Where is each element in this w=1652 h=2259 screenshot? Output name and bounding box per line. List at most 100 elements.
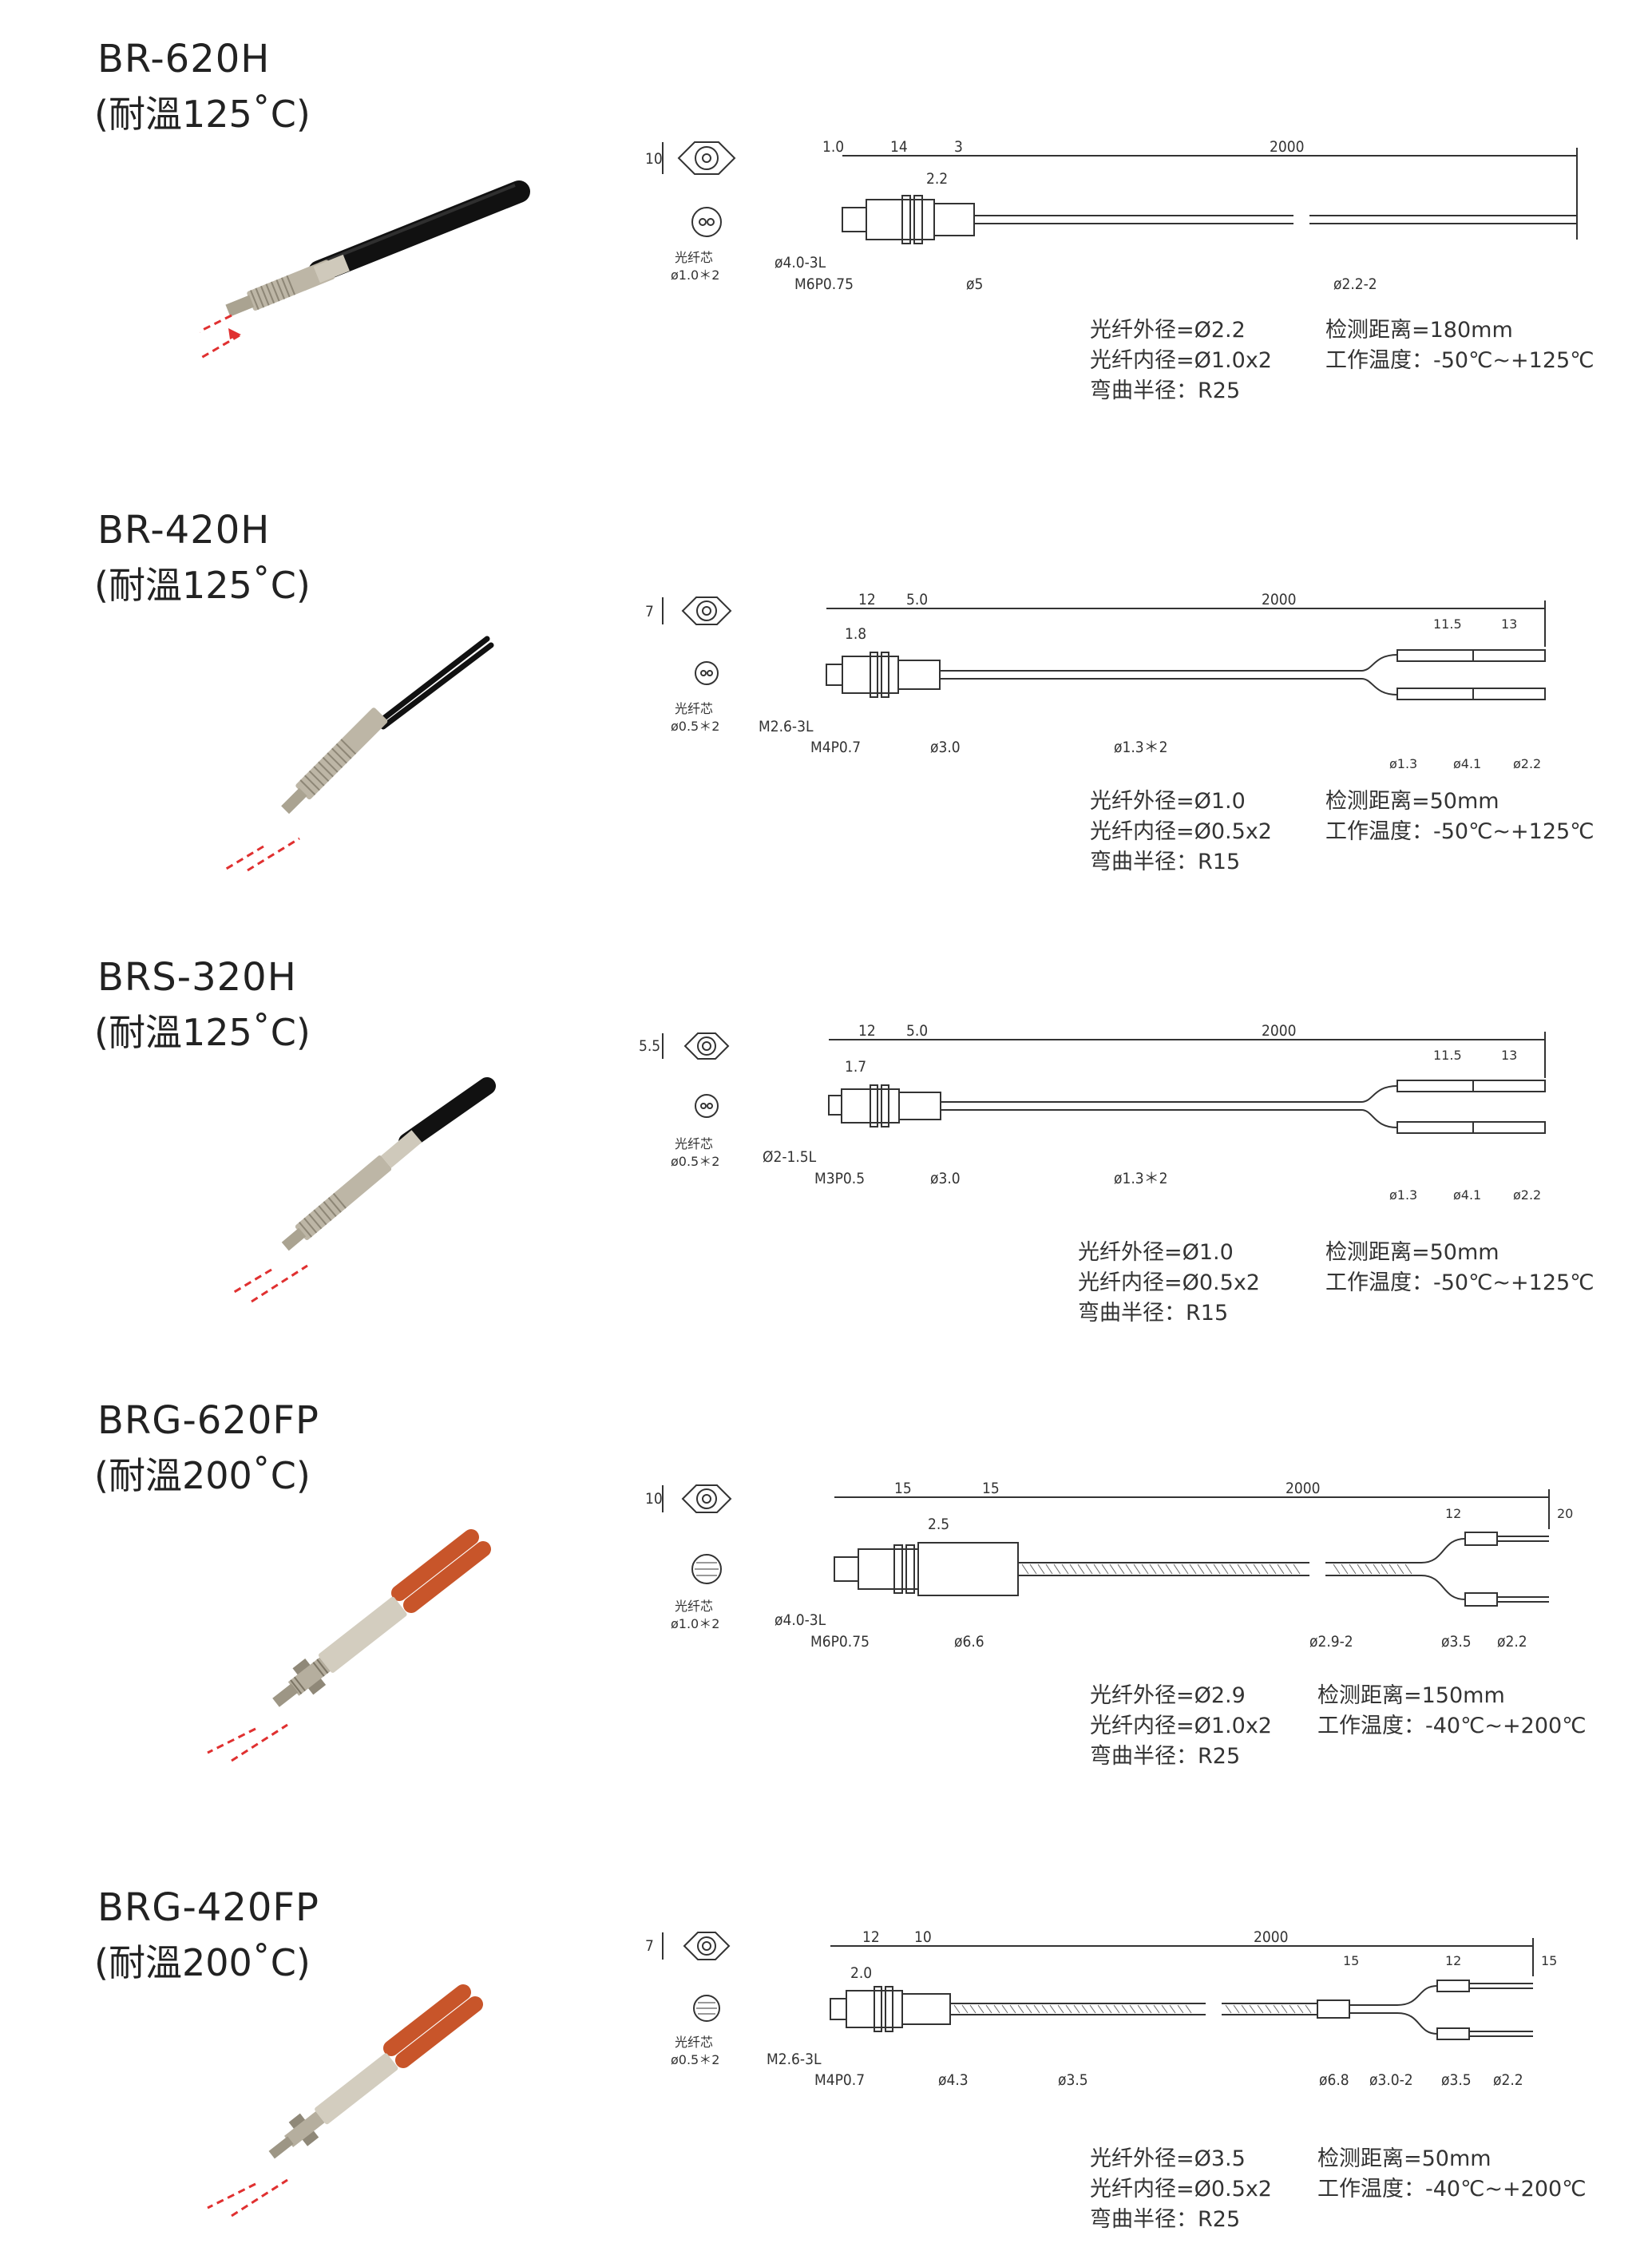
dim-head-thread: ø4.0-3L — [774, 254, 826, 271]
specs-right: 检测距离=50mm 工作温度：-40℃~+200℃ — [1317, 2144, 1587, 2205]
dim-body: 12 — [862, 1928, 880, 1946]
spec-outer: 光纤外径=Ø2.2 — [1090, 318, 1246, 343]
spec-outer: 光纤外径=Ø1.0 — [1090, 789, 1246, 814]
spec-bend: 弯曲半径：R25 — [1090, 378, 1241, 403]
specs-left: 光纤外径=Ø2.2 光纤内径=Ø1.0x2 弯曲半径：R25 — [1090, 315, 1272, 406]
specs-right: 检测距离=180mm 工作温度：-50℃~+125℃ — [1325, 315, 1595, 376]
temperature-rating: (耐溫200˚C) — [94, 1941, 311, 1984]
dim-cable-length: 2000 — [1254, 1928, 1289, 1946]
dim-body: 14 — [890, 138, 908, 156]
dim-branch-b: 12 — [1445, 1953, 1461, 1968]
spec-inner: 光纤内径=Ø1.0x2 — [1090, 348, 1272, 373]
spec-distance: 检测距离=50mm — [1325, 789, 1499, 814]
spec-bend: 弯曲半径：R25 — [1090, 1744, 1241, 1769]
dim-branch-d: ø2.2 — [1497, 1633, 1527, 1651]
dim-hex: 5.5 — [639, 1037, 660, 1055]
spec-inner: 光纤内径=Ø0.5x2 — [1090, 2177, 1272, 2202]
model-name: BRG-420FP — [97, 1885, 319, 1930]
specs-left: 光纤外径=Ø1.0 光纤内径=Ø0.5x2 弯曲半径：R15 — [1090, 787, 1272, 878]
technical-drawing: 7 光纤芯 ø0.5＊2 12 2.0 10 2000 15 12 15 M2.… — [645, 1928, 1557, 2089]
dim-thread: M4P0.7 — [814, 2071, 865, 2089]
core-label: 光纤芯 — [675, 1136, 713, 1151]
dim-thread: M6P0.75 — [794, 275, 854, 293]
dim-hex: 7 — [645, 1937, 654, 1955]
product-photo — [231, 1077, 496, 1303]
dim-body: 12 — [858, 591, 876, 608]
technical-drawing: 5.5 光纤芯 ø0.5＊2 12 1.7 5.0 2000 11.5 13 Ø… — [639, 1022, 1546, 1203]
product-section: BRG-620FP (耐溫200˚C) — [0, 1393, 1652, 1841]
emitter-arrows-icon — [207, 1723, 288, 1762]
spec-temp-range: 工作温度：-50℃~+125℃ — [1325, 348, 1595, 373]
spec-outer: 光纤外径=Ø3.5 — [1090, 2146, 1246, 2171]
dim-nut: 2.2 — [926, 170, 948, 188]
spec-temp-range: 工作温度：-40℃~+200℃ — [1317, 1714, 1587, 1738]
core-value: ø0.5＊2 — [671, 2052, 719, 2067]
dim-branch-f: ø3.5 — [1441, 2071, 1472, 2089]
dim-branch-e: ø2.2 — [1513, 1187, 1541, 1203]
dim-hex: 10 — [645, 150, 663, 168]
dim-branch-d: ø4.1 — [1453, 756, 1481, 771]
dim-branch-c: 15 — [1541, 1953, 1557, 1968]
dim-head-thread: ø4.0-3L — [774, 1611, 826, 1629]
product-section: BRS-320H (耐溫125˚C) — [0, 950, 1652, 1365]
dim-rear: 10 — [914, 1928, 932, 1946]
spec-distance: 检测距离=150mm — [1317, 1683, 1505, 1708]
spec-temp-range: 工作温度：-40℃~+200℃ — [1317, 2177, 1587, 2202]
dim-body-dia: ø4.3 — [938, 2071, 969, 2089]
emitter-arrows-icon — [200, 314, 240, 360]
dim-branch-a: 12 — [1445, 1506, 1461, 1521]
specs-left: 光纤外径=Ø1.0 光纤内径=Ø0.5x2 弯曲半径：R15 — [1078, 1238, 1260, 1329]
spec-inner: 光纤内径=Ø0.5x2 — [1090, 819, 1272, 844]
dim-hex: 7 — [645, 603, 654, 620]
temperature-rating: (耐溫125˚C) — [94, 564, 311, 607]
spec-outer: 光纤外径=Ø2.9 — [1090, 1683, 1246, 1708]
product-photo — [223, 636, 494, 872]
dim-cable-length: 2000 — [1270, 138, 1305, 156]
core-value: ø1.0＊2 — [671, 268, 719, 283]
core-value: ø0.5＊2 — [671, 719, 719, 734]
dim-nut: 2.0 — [850, 1964, 872, 1982]
spec-distance: 检测距离=50mm — [1325, 1240, 1499, 1265]
dim-branch-a: 15 — [1343, 1953, 1359, 1968]
specs-left: 光纤外径=Ø2.9 光纤内径=Ø1.0x2 弯曲半径：R25 — [1090, 1681, 1272, 1772]
technical-drawing: 10 光纤芯 ø1.0＊2 15 2.5 15 2000 12 20 ø4.0-… — [645, 1480, 1573, 1651]
temperature-rating: (耐溫125˚C) — [94, 1011, 311, 1054]
spec-distance: 检测距离=180mm — [1325, 318, 1513, 343]
dim-rear: 5.0 — [906, 1022, 928, 1040]
core-label: 光纤芯 — [675, 250, 713, 265]
dim-cable-length: 2000 — [1262, 1022, 1297, 1040]
product-section: BRG-420FP (耐溫200˚C) — [0, 1881, 1652, 2259]
spec-bend: 弯曲半径：R15 — [1090, 850, 1241, 874]
dim-cable-dia: ø1.3＊2 — [1114, 1170, 1168, 1187]
dim-branch-e: ø2.2 — [1513, 756, 1541, 771]
dim-branch-a: 11.5 — [1433, 616, 1462, 632]
specs-left: 光纤外径=Ø3.5 光纤内径=Ø0.5x2 弯曲半径：R25 — [1090, 2144, 1272, 2235]
spec-distance: 检测距离=50mm — [1317, 2146, 1492, 2171]
dim-nut: 1.7 — [845, 1058, 866, 1076]
spec-inner: 光纤内径=Ø0.5x2 — [1078, 1270, 1260, 1295]
emitter-arrows-icon — [223, 837, 300, 872]
dim-cable-length: 2000 — [1262, 591, 1297, 608]
model-name: BR-420H — [97, 508, 271, 553]
dim-tip: 1.0 — [822, 138, 844, 156]
dim-rear: 15 — [982, 1480, 1000, 1497]
dim-branch-e: ø3.0-2 — [1369, 2071, 1413, 2089]
dim-branch-b: 13 — [1501, 1048, 1517, 1063]
dim-head-thread: Ø2-1.5L — [763, 1148, 817, 1166]
dim-body: 12 — [858, 1022, 876, 1040]
dim-branch-c: ø3.5 — [1441, 1633, 1472, 1651]
dim-branch-c: ø1.3 — [1389, 756, 1417, 771]
core-value: ø1.0＊2 — [671, 1616, 719, 1631]
dim-branch-d: ø6.8 — [1319, 2071, 1349, 2089]
spec-temp-range: 工作温度：-50℃~+125℃ — [1325, 819, 1595, 844]
spec-outer: 光纤外径=Ø1.0 — [1078, 1240, 1234, 1265]
dim-thread: M6P0.75 — [810, 1633, 870, 1651]
dim-nut: 1.8 — [845, 625, 866, 643]
model-name: BRG-620FP — [97, 1398, 319, 1443]
model-name: BR-620H — [97, 37, 271, 81]
spec-inner: 光纤内径=Ø1.0x2 — [1090, 1714, 1272, 1738]
core-label: 光纤芯 — [675, 701, 713, 716]
dim-body: 15 — [894, 1480, 912, 1497]
product-section: BR-620H (耐溫125˚C) — [0, 32, 1652, 447]
dim-thread: M4P0.7 — [810, 739, 861, 756]
